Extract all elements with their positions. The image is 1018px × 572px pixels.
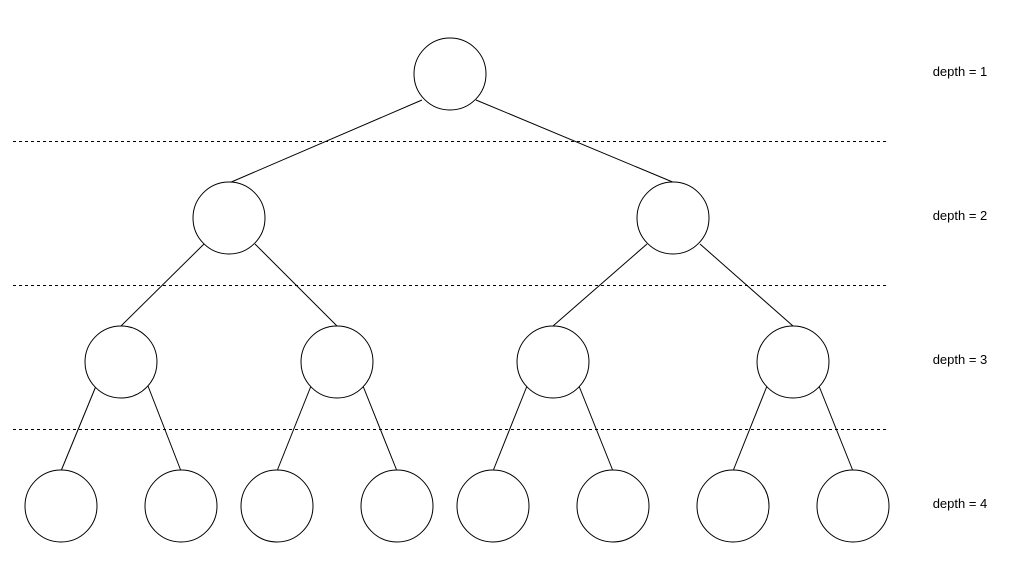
- node-level2-1: [192, 181, 266, 255]
- node-root: [413, 37, 487, 111]
- node-level3-3: [516, 325, 590, 399]
- depth-label-1: depth = 1: [933, 64, 988, 79]
- edge-l2b-l3d: [699, 243, 794, 327]
- tree-edges: [60, 99, 854, 472]
- node-level4-5: [456, 469, 530, 543]
- edge-root-right: [475, 99, 676, 184]
- node-level3-4: [756, 325, 830, 399]
- edge-l3a-l4b: [147, 385, 182, 472]
- node-level4-3: [240, 469, 314, 543]
- depth-labels: depth = 1 depth = 2 depth = 3 depth = 4: [933, 64, 988, 511]
- edge-l3c-l4e: [492, 385, 528, 472]
- edge-l2b-l3c: [552, 243, 648, 327]
- node-level2-2: [636, 181, 710, 255]
- tree-nodes: [24, 37, 890, 543]
- edge-l2a-l3a: [120, 243, 205, 327]
- node-level3-2: [300, 325, 374, 399]
- edge-l3a-l4a: [60, 385, 97, 472]
- node-level4-1: [24, 469, 98, 543]
- node-level4-4: [360, 469, 434, 543]
- edge-root-left: [228, 99, 423, 184]
- edge-l3b-l4d: [362, 385, 398, 472]
- edge-l3d-l4g: [732, 385, 768, 472]
- node-level4-6: [576, 469, 650, 543]
- edge-l2a-l3b: [254, 243, 338, 327]
- node-level3-1: [84, 325, 158, 399]
- edge-l3c-l4f: [578, 385, 614, 472]
- level-separators: [13, 141, 889, 430]
- depth-label-4: depth = 4: [933, 496, 988, 511]
- edge-l3b-l4c: [276, 385, 312, 472]
- edge-l3d-l4h: [818, 385, 854, 472]
- depth-label-2: depth = 2: [933, 208, 988, 223]
- node-level4-2: [144, 469, 218, 543]
- node-level4-8: [816, 469, 890, 543]
- node-level4-7: [696, 469, 770, 543]
- depth-label-3: depth = 3: [933, 352, 988, 367]
